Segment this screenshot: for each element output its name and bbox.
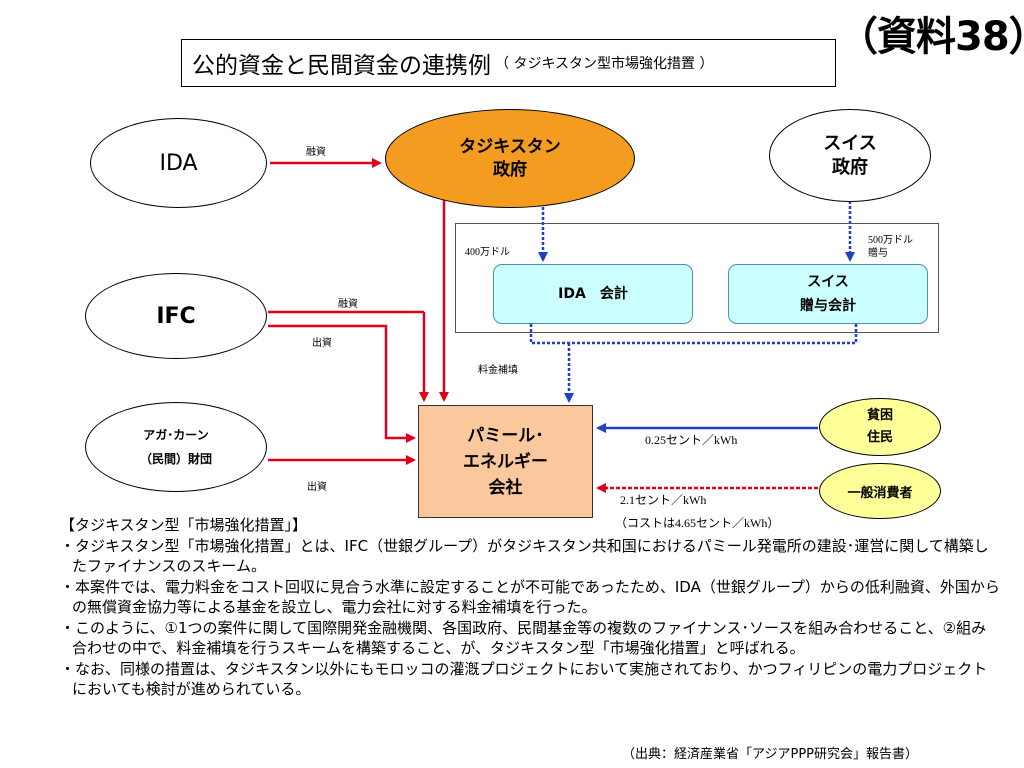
node-pamir-line3: 会社 — [488, 477, 523, 498]
title-main: 公的資金と民間資金の連携例 — [192, 53, 491, 79]
edge-label-poor-rate: 0.25セント／kWh — [645, 433, 738, 447]
node-tajik-line1: タジキスタン — [459, 136, 561, 157]
notes-paragraph: ・このように、①1つの案件に関して国際開発金融機関、各国政府、民間基金等の複数の… — [60, 618, 987, 658]
node-pamir-line2: エネルギー — [463, 451, 548, 472]
node-poor-residents: 貧困 住民 — [819, 398, 941, 456]
notes-heading: 【タジキスタン型「市場強化措置」】 — [60, 516, 308, 534]
node-ifc-label: IFC — [156, 303, 196, 329]
account-fund-frame — [455, 223, 939, 333]
node-ida: IDA — [90, 118, 267, 208]
edge-label-500-line2: 贈与 — [868, 248, 888, 259]
node-ifc: IFC — [85, 273, 267, 359]
slide-title: 公的資金と民間資金の連携例 （ タジキスタン型市場強化措置 ） — [181, 39, 836, 87]
edge-label-ida-loan: 融資 — [306, 147, 326, 158]
edge-label-500-million-grant: 500万ドル 贈与 — [868, 234, 913, 260]
node-aga-khan-line2: （民間）財団 — [139, 452, 212, 466]
edge-label-ifc-invest: 出資 — [312, 338, 332, 349]
edge-label-400-million: 400万ドル — [465, 247, 510, 258]
node-swiss-line1: スイス — [823, 132, 877, 154]
source-citation: （出典：経済産業省「アジアPPP研究会」報告書） — [622, 747, 918, 762]
edge-label-500-line1: 500万ドル — [868, 235, 913, 246]
node-pamir-energy: パミール･ エネルギー 会社 — [418, 405, 593, 518]
node-aga-khan-foundation: アガ･カーン （民間）財団 — [85, 402, 267, 492]
edge-label-agha-invest: 出資 — [307, 482, 327, 493]
notes-paragraph: ・タジキスタン型「市場強化措置」とは、IFC（世銀グループ）がタジキスタン共和国… — [60, 536, 989, 576]
subsidy-bracket — [529, 324, 858, 345]
node-swiss-line2: 政府 — [832, 156, 868, 178]
node-ida-account-label: IDA 会計 — [558, 286, 628, 302]
edge-label-general-rate: 2.1セント／kWh — [620, 493, 707, 507]
node-aga-khan-line1: アガ･カーン — [143, 428, 209, 442]
node-swiss-account-line1: スイス — [807, 274, 849, 290]
node-poor-line2: 住民 — [866, 430, 893, 445]
node-ida-label: IDA — [159, 150, 198, 176]
document-label: （資料38） — [838, 14, 1024, 60]
node-swiss-government: スイス 政府 — [769, 109, 931, 202]
edge-label-ifc-loan: 融資 — [338, 299, 358, 310]
explanation-notes: 【タジキスタン型「市場強化措置」】 ・タジキスタン型「市場強化措置」とは、IFC… — [60, 515, 1000, 700]
notes-paragraph: ・なお、同様の措置は、タジキスタン以外にもモロッコの灌漑プロジェクトにおいて実施… — [60, 659, 988, 699]
node-swiss-grant-account: スイス 贈与会計 — [728, 264, 928, 324]
node-general-consumers: 一般消費者 — [819, 463, 941, 519]
notes-paragraph: ・本案件では、電力料金をコスト回収に見合う水準に設定することが不可能であったため… — [60, 577, 1000, 617]
node-general-label: 一般消費者 — [847, 485, 913, 501]
node-pamir-line1: パミール･ — [467, 425, 544, 446]
node-tajik-line2: 政府 — [493, 159, 527, 180]
node-tajikistan-government: タジキスタン 政府 — [385, 109, 635, 208]
node-ida-account: IDA 会計 — [493, 264, 693, 324]
edge-label-tariff-subsidy: 料金補填 — [478, 365, 518, 376]
node-swiss-account-line2: 贈与会計 — [800, 298, 856, 314]
arrow-ifc-invest — [268, 324, 416, 443]
node-poor-line1: 貧困 — [866, 408, 893, 423]
edge-label-cost-note: （コストは4.65セント／kWh） — [615, 516, 780, 530]
title-subtitle: （ タジキスタン型市場強化措置 ） — [495, 56, 714, 72]
